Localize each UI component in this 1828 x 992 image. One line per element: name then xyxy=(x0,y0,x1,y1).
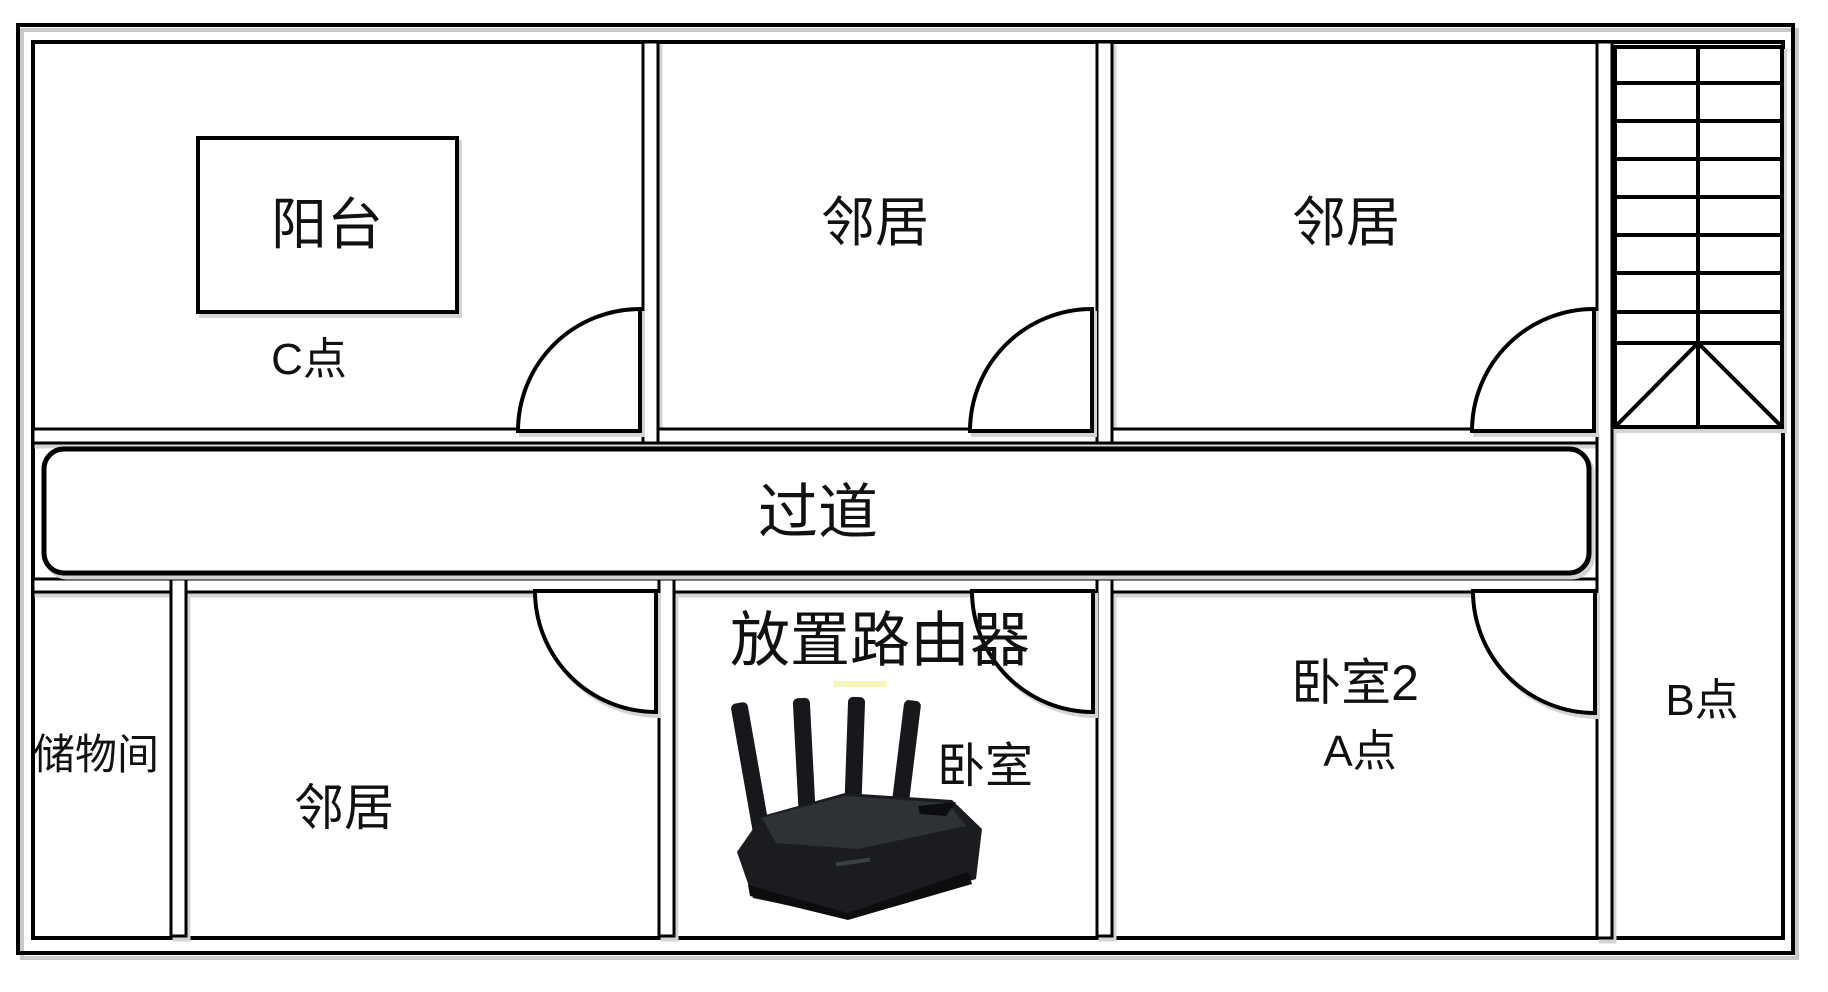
door-arc-neighbor-top-right xyxy=(1469,306,1596,433)
stairs-icon xyxy=(1613,45,1784,429)
door-arc-neighbor-bottom xyxy=(532,589,658,715)
balcony-label: 阳台 xyxy=(271,193,383,256)
corridor-outline xyxy=(41,446,1592,576)
point-c-label: C点 xyxy=(271,335,347,384)
doors xyxy=(515,306,1597,716)
neighbor-top-mid-label: 邻居 xyxy=(821,193,929,253)
wall-stair-hall xyxy=(1595,40,1614,940)
corridor-label: 过道 xyxy=(758,479,878,546)
neighbor-top-right-label: 邻居 xyxy=(1292,193,1400,253)
balcony-box xyxy=(196,136,459,314)
wall-storage xyxy=(169,577,188,938)
router-image xyxy=(731,696,982,920)
wall-neighbor-bedroom xyxy=(657,577,676,938)
inner-wall xyxy=(31,40,1785,940)
neighbor-bottom-label: 邻居 xyxy=(294,780,394,836)
point-b-label: B点 xyxy=(1665,676,1738,725)
wall-top-row-bottom xyxy=(31,427,1614,445)
door-arc-router-room xyxy=(969,589,1095,715)
router-caption: 放置路由器 xyxy=(730,607,1030,674)
wall-balcony-neighbor xyxy=(641,40,660,445)
storage-label: 储物间 xyxy=(33,731,159,778)
point-a-label: A点 xyxy=(1323,727,1396,776)
door-arc-balcony-room xyxy=(515,306,642,433)
bedroom2-label: 卧室2 xyxy=(1291,655,1419,711)
door-arc-neighbor-top-mid xyxy=(967,306,1094,433)
wall-neighbor-neighbor xyxy=(1095,40,1114,445)
wall-bedroom-bedroom2 xyxy=(1095,577,1114,938)
stairs-direction-triangle xyxy=(1613,341,1784,429)
outer-wall xyxy=(16,23,1795,955)
router-antennas xyxy=(731,696,921,837)
door-arc-bedroom2 xyxy=(1470,589,1597,716)
caption-highlight xyxy=(833,681,887,687)
interior-walls xyxy=(31,40,1614,940)
router-body xyxy=(737,793,982,920)
bedroom-label: 卧室 xyxy=(937,740,1033,793)
wall-bottom-row-top xyxy=(31,577,1614,594)
